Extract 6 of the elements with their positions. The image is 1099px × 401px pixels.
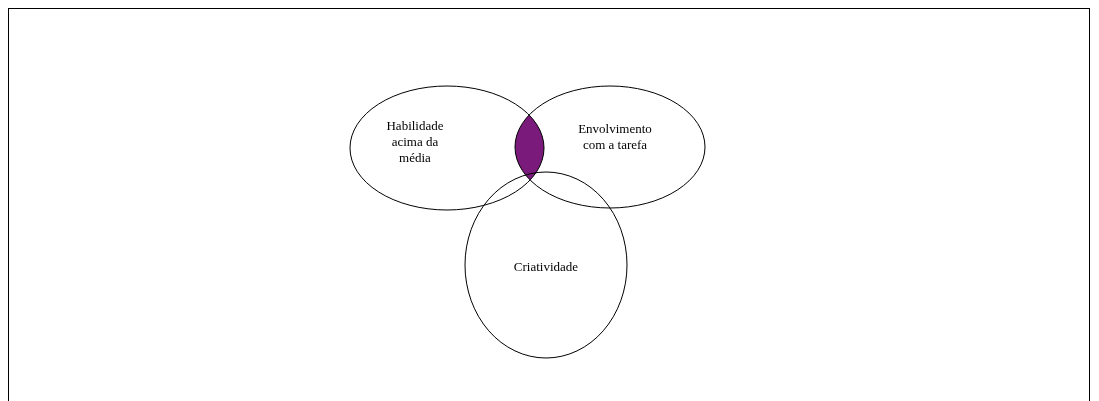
venn-circle xyxy=(515,86,705,208)
venn-circle xyxy=(350,86,544,210)
circle-label: Envolvimento com a tarefa xyxy=(577,121,653,153)
venn-circle xyxy=(465,172,627,358)
circle-label: Criatividade xyxy=(512,259,580,275)
circle-label: Habilidade acima da média xyxy=(385,118,445,166)
